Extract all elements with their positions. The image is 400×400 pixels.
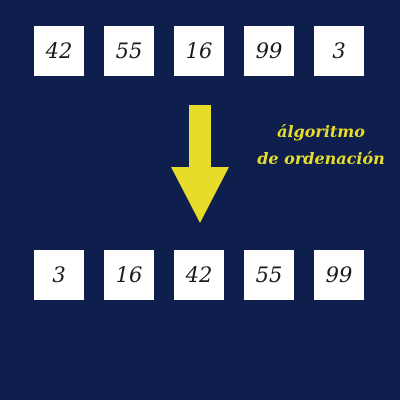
array-cell: 3 bbox=[314, 26, 364, 76]
down-arrow-shape bbox=[171, 105, 229, 223]
array-cell: 99 bbox=[314, 250, 364, 300]
sorted-array: 3 16 42 55 99 bbox=[0, 250, 400, 300]
array-cell: 55 bbox=[104, 26, 154, 76]
array-cell: 3 bbox=[34, 250, 84, 300]
array-cell: 99 bbox=[244, 26, 294, 76]
array-cell: 16 bbox=[104, 250, 154, 300]
caption-line-1: álgoritmo bbox=[277, 122, 365, 141]
algorithm-caption: álgoritmo de ordenación bbox=[246, 118, 396, 172]
caption-line-2: de ordenación bbox=[257, 149, 385, 168]
array-cell: 42 bbox=[174, 250, 224, 300]
array-cell: 16 bbox=[174, 26, 224, 76]
array-cell: 42 bbox=[34, 26, 84, 76]
down-arrow-icon bbox=[171, 105, 229, 223]
array-cell: 55 bbox=[244, 250, 294, 300]
unsorted-array: 42 55 16 99 3 bbox=[0, 26, 400, 76]
